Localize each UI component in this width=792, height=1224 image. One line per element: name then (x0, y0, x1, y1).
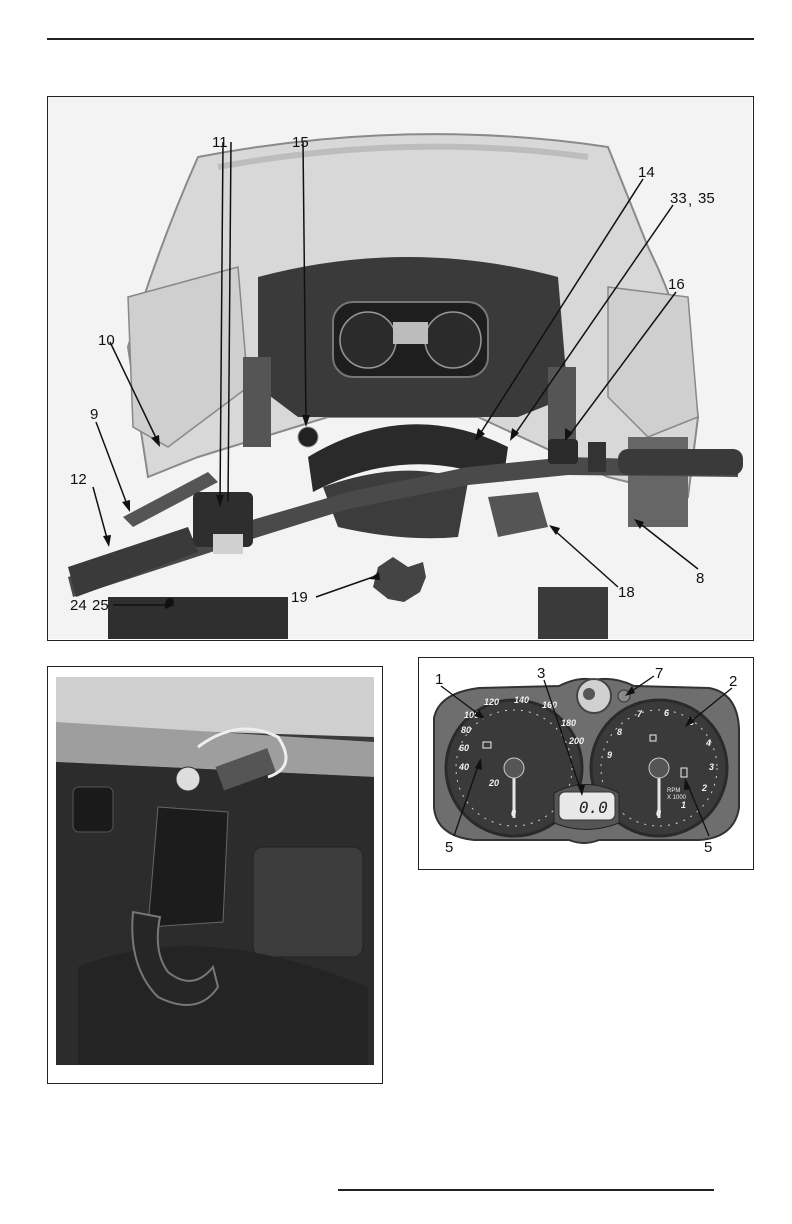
recess-right (252, 846, 364, 958)
gauge-cluster-figure: 20 40 60 80 100 120 140 160 180 200 0 1 … (418, 657, 754, 870)
speed-tick-200: 200 (568, 736, 584, 746)
mirror-item (488, 492, 548, 537)
callout-25: 25 (92, 597, 109, 614)
cluster-callout-5-right: 5 (704, 839, 712, 856)
right-lower-panel (538, 587, 608, 639)
j-hook (131, 910, 220, 1006)
callout-16: 16 (668, 276, 685, 293)
tachometer-hub (648, 757, 670, 779)
header-rule (47, 38, 754, 40)
callout-33: 33 (670, 190, 687, 207)
windshield-top-edge (217, 143, 589, 170)
knob-center (583, 688, 595, 700)
brake-lever (123, 472, 218, 527)
cluster-arrowheads (474, 686, 695, 796)
lcd-screen (558, 791, 616, 821)
callout-24: 24 (70, 597, 87, 614)
callout-35: 35 (698, 190, 715, 207)
rpm-label: RPM (667, 788, 680, 794)
speed-zero: 0 (511, 808, 516, 818)
throttle-lever (588, 442, 606, 472)
tach-tick-9: 9 (607, 750, 612, 760)
battery-icon (482, 741, 492, 749)
gauge-cluster-illustration: 20 40 60 80 100 120 140 160 180 200 0 1 … (419, 658, 752, 868)
cluster-callout-7: 7 (655, 665, 663, 682)
cable (197, 727, 288, 779)
handlebar-figure: 11 15 14 33 , 35 16 10 9 12 24 25 19 18 … (47, 96, 754, 641)
tach-tick-3: 3 (709, 762, 714, 772)
speed-tick-100: 100 (464, 710, 479, 720)
speed-tick-140: 140 (514, 695, 529, 705)
speed-tick-120: 120 (484, 697, 499, 707)
left-grip (68, 527, 198, 597)
speed-tick-80: 80 (461, 725, 471, 735)
left-hand-guard (127, 266, 249, 448)
mini-tachometer (424, 311, 482, 369)
tach-tick-4: 4 (705, 738, 711, 748)
callout-10: 10 (98, 332, 115, 349)
leader-arrowheads (103, 415, 644, 609)
mini-speedometer (339, 311, 397, 369)
callout-11: 11 (212, 134, 228, 151)
callout-18: 18 (618, 584, 635, 601)
fuel-cap (373, 557, 426, 602)
recess-left (72, 786, 114, 833)
spring-coil (175, 766, 201, 792)
reverse-icon (649, 734, 657, 742)
switch-label (213, 534, 243, 554)
cluster-callout-2: 2 (729, 673, 737, 690)
speed-tick-40: 40 (458, 762, 469, 772)
handlebar-illustration: 11 15 14 33 , 35 16 10 9 12 24 25 19 18 … (48, 97, 752, 639)
callout-12: 12 (70, 471, 87, 488)
speedometer-ticks (455, 709, 573, 827)
tach-tick-2: 2 (701, 783, 707, 793)
tach-zero: 0 (656, 808, 661, 818)
callout-comma: , (688, 192, 692, 209)
leader-lines (92, 141, 699, 606)
hook-figure (47, 666, 383, 1084)
rail (56, 722, 374, 777)
callout-19: 19 (291, 589, 308, 606)
tach-tick-6: 6 (664, 708, 670, 718)
throttle-housing (548, 439, 578, 464)
indicator-light (617, 689, 631, 703)
tachometer-ticks (600, 709, 718, 827)
ignition-key (297, 426, 319, 448)
storage-compartment (108, 597, 288, 639)
speed-tick-60: 60 (459, 743, 469, 753)
speed-tick-160: 160 (542, 700, 557, 710)
hook-illustration (48, 667, 381, 1082)
left-switch-housing (193, 492, 253, 547)
tach-tick-1: 1 (681, 800, 686, 810)
fuel-icon (680, 767, 688, 778)
callout-9: 9 (90, 406, 98, 423)
footer-rule (338, 1189, 714, 1191)
mini-lcd (393, 322, 428, 344)
cluster-callout-3: 3 (537, 665, 545, 682)
lcd-value: 0.0 (579, 798, 608, 817)
speedometer-hub (503, 757, 525, 779)
tach-tick-7: 7 (637, 709, 643, 719)
cluster-callout-1: 1 (435, 671, 443, 688)
right-hand-guard (607, 286, 699, 438)
cluster-callout-5-left: 5 (445, 839, 453, 856)
callout-8: 8 (696, 570, 704, 587)
callout-15: 15 (292, 134, 309, 151)
tach-tick-8: 8 (617, 727, 622, 737)
speed-tick-20: 20 (488, 778, 499, 788)
latch-plate (215, 748, 276, 791)
seat-surface (56, 677, 374, 737)
hook-bracket (147, 806, 229, 928)
callout-14: 14 (638, 164, 655, 181)
handlebar-pad (308, 424, 508, 492)
speed-tick-180: 180 (561, 718, 576, 728)
right-grip (618, 449, 743, 475)
rpm-sublabel: X 1000 (667, 795, 687, 801)
left-vent (243, 357, 271, 447)
